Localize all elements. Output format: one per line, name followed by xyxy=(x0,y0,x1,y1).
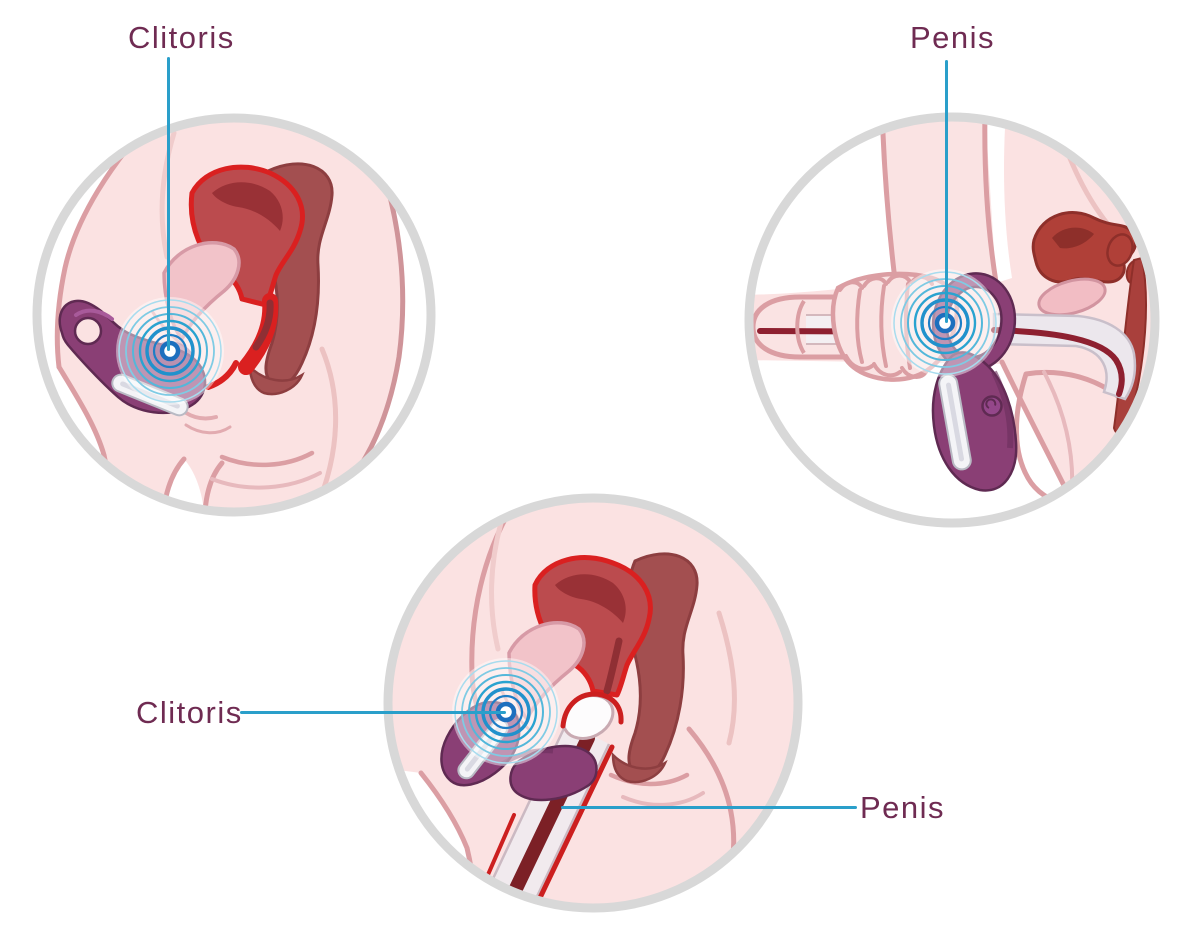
vaginal-opening-outline xyxy=(560,691,624,729)
seminal-vesicle xyxy=(1037,277,1107,317)
panel-male-side-view xyxy=(742,110,1162,530)
vaginal-wall-line xyxy=(529,744,615,913)
hand-arm xyxy=(882,110,996,288)
couple-anatomy-illustration xyxy=(383,493,803,913)
uterus xyxy=(188,164,305,390)
device-button-icon xyxy=(981,395,1003,417)
label-penis-bottom: Penis xyxy=(860,790,946,825)
leader-line-penis-top xyxy=(945,60,948,323)
urethra-channel xyxy=(991,312,1137,401)
leader-line-penis-bottom xyxy=(561,806,857,809)
panel-female-side-view xyxy=(24,105,444,525)
female-anatomy-illustration xyxy=(24,105,444,525)
label-clitoris-top: Clitoris xyxy=(128,20,235,55)
device-control-strip xyxy=(938,373,972,471)
panel-circle-border xyxy=(383,493,803,913)
ring-handle-hole xyxy=(73,316,103,346)
male-anatomy-illustration xyxy=(742,110,1162,530)
label-penis-top: Penis xyxy=(910,20,996,55)
panel-circle-border xyxy=(32,113,436,517)
label-clitoris-bottom: Clitoris xyxy=(136,695,243,730)
leader-line-clitoris-bottom xyxy=(240,711,506,714)
panel-circle-border xyxy=(744,112,1160,528)
prostate xyxy=(1031,211,1145,285)
panel-couple-side-view xyxy=(383,493,803,913)
ring-band xyxy=(509,744,598,802)
vibration-ripples-icon xyxy=(116,297,224,405)
leader-line-clitoris-top xyxy=(167,57,170,351)
